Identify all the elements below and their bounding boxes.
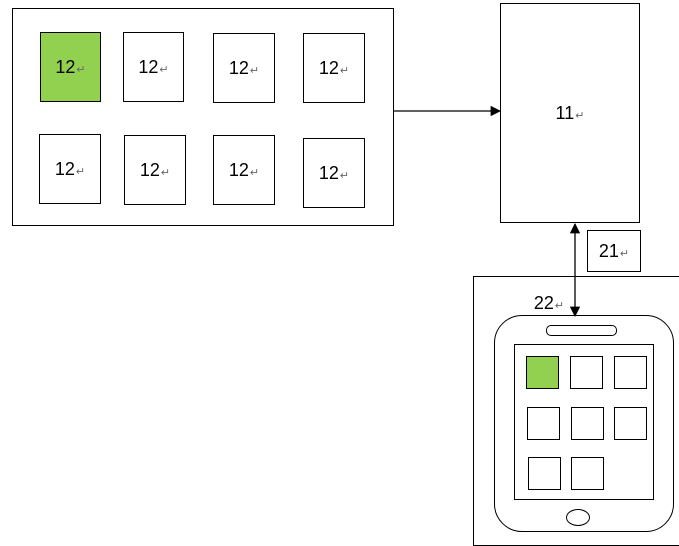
return-mark-icon: ↵ [619, 247, 630, 260]
return-mark-icon: ↵ [159, 63, 169, 76]
unit-cell-6: 12↵ [124, 135, 186, 205]
unit-cell-label: 12 [318, 57, 339, 78]
return-mark-icon: ↵ [575, 109, 585, 122]
app-tile-6 [614, 407, 647, 440]
app-tile-1 [526, 356, 559, 389]
server-label: 11 [555, 102, 575, 123]
app-tile-4 [527, 407, 560, 440]
return-mark-icon: ↵ [76, 63, 86, 76]
unit-cell-label: 12 [228, 57, 249, 78]
link-label: 21 [598, 240, 619, 261]
return-mark-icon: ↵ [75, 165, 86, 178]
device-label: 22 [533, 292, 554, 313]
return-mark-icon: ↵ [339, 64, 350, 77]
link-label-box: 21↵ [587, 230, 641, 272]
unit-cell-2: 12↵ [123, 32, 184, 102]
unit-cell-5: 12↵ [39, 134, 101, 204]
app-tile-5 [571, 407, 604, 440]
unit-cell-7: 12↵ [213, 135, 275, 205]
unit-cell-label: 12 [318, 162, 339, 183]
return-mark-icon: ↵ [160, 166, 171, 179]
app-tile-3 [614, 356, 647, 389]
unit-cell-1: 12↵ [40, 32, 101, 102]
unit-cell-3: 12↵ [213, 33, 275, 103]
return-mark-icon: ↵ [554, 299, 565, 312]
app-tile-2 [570, 356, 603, 389]
app-tile-7 [528, 457, 561, 490]
unit-cell-4: 12↵ [303, 33, 365, 103]
device-label-wrap: 22↵ [528, 292, 570, 314]
return-mark-icon: ↵ [249, 64, 260, 77]
unit-cell-label: 12 [55, 56, 76, 77]
return-mark-icon: ↵ [339, 169, 350, 182]
phone-speaker [546, 325, 617, 336]
app-tile-8 [571, 457, 604, 490]
unit-cell-8: 12↵ [303, 138, 365, 208]
unit-cell-label: 12 [139, 159, 160, 180]
unit-cell-label: 12 [54, 158, 75, 179]
phone-home-button [566, 509, 590, 526]
unit-cell-label: 12 [138, 56, 159, 77]
unit-cell-label: 12 [228, 159, 249, 180]
server-box: 11↵ [500, 3, 640, 223]
return-mark-icon: ↵ [249, 166, 260, 179]
